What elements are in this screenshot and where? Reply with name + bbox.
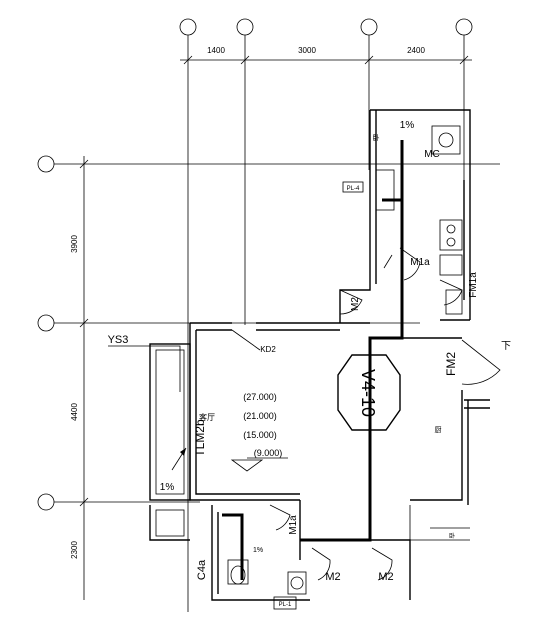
axis-bubble-top-1	[179, 18, 197, 36]
axis-bubble-left-1	[37, 155, 55, 173]
stove	[439, 219, 463, 251]
label-kd2: KD2	[260, 345, 276, 354]
dim-left-3: 2300	[70, 541, 79, 559]
label-slope-upper: 1%	[400, 120, 415, 131]
doors	[108, 247, 501, 581]
unit-tag-octagon	[337, 354, 401, 431]
unit-tag: V4-10	[358, 369, 378, 417]
box-bl: PL-1	[279, 602, 292, 608]
label-slope-bath: 1%	[253, 547, 263, 554]
room-bedroom: 卧	[373, 134, 380, 142]
label-c4a: C4a	[196, 559, 208, 580]
label-ys3: YS3	[108, 334, 129, 346]
walls	[149, 109, 490, 601]
axis-bubble-top-2	[236, 18, 254, 36]
dim-top-3: 2400	[407, 46, 425, 55]
dim-left-1: 3900	[70, 235, 79, 253]
sink-kitchen	[375, 169, 395, 211]
axis-bubble-left-3	[37, 493, 55, 511]
left-axis-grid	[37, 155, 500, 600]
label-tlm2b: TLM2b	[193, 419, 207, 457]
room-corner: 卧	[449, 532, 455, 540]
label-mc: MC	[424, 149, 440, 160]
axis-bubble-top-4	[455, 18, 473, 36]
dim-top-1: 1400	[207, 46, 225, 55]
elevation-3: (15.000)	[243, 430, 277, 440]
box-left: PL-4	[347, 186, 360, 192]
fixture-box-top	[431, 125, 461, 155]
label-down: 下	[501, 341, 511, 352]
axis-bubble-left-2	[37, 314, 55, 332]
basin	[287, 571, 307, 595]
dim-left-2: 4400	[70, 403, 79, 421]
pipe-runs	[222, 140, 404, 580]
dim-top-2: 3000	[298, 46, 316, 55]
elevation-4: (9.000)	[254, 448, 283, 458]
label-fm1a: FM1a	[468, 272, 479, 298]
elevation-1: (27.000)	[243, 392, 277, 402]
elevation-2: (21.000)	[243, 411, 277, 421]
label-m1a-kitchen: M1a	[410, 257, 430, 268]
label-fm2: FM2	[444, 352, 458, 376]
room-right: 厨	[435, 426, 442, 434]
top-axis-grid	[179, 18, 473, 612]
fixtures	[227, 125, 463, 595]
axis-bubble-top-3	[360, 18, 378, 36]
label-slope-left: 1%	[160, 482, 175, 493]
room-main: 客厅	[199, 412, 215, 422]
label-m2-upper: M2	[350, 297, 361, 311]
label-m2-lower-left: M2	[325, 571, 340, 583]
label-m2-lower-right: M2	[378, 571, 393, 583]
elevation-mark	[230, 459, 264, 472]
shower-tray	[445, 289, 463, 315]
label-m1a-bath: M1a	[288, 515, 299, 535]
